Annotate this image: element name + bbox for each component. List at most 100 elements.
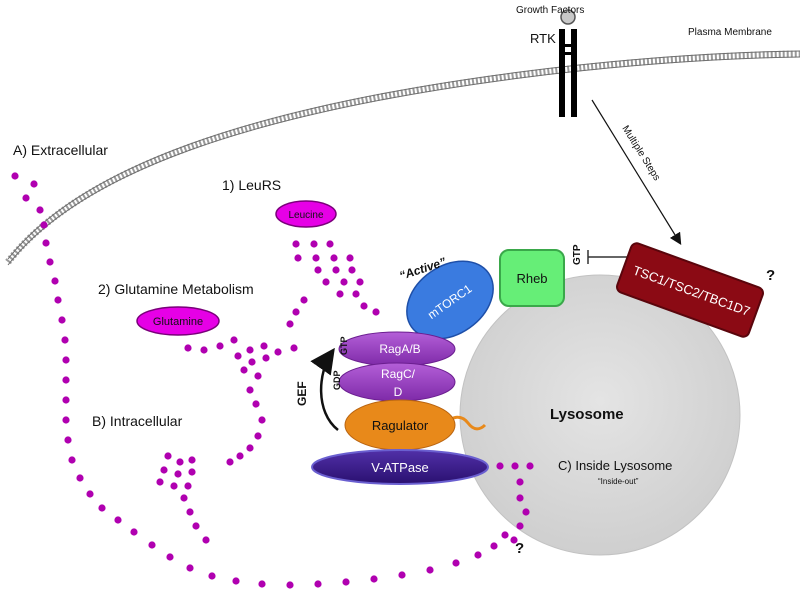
amino-acid-dot: [36, 206, 44, 214]
amino-acid-dot: [300, 296, 308, 304]
amino-acid-dot: [290, 344, 298, 352]
amino-acid-dot: [62, 356, 70, 364]
amino-acid-dot: [202, 536, 210, 544]
amino-acid-dot: [326, 240, 334, 248]
amino-acid-dot: [64, 436, 72, 444]
amino-acid-dot: [174, 470, 182, 478]
amino-acid-dot: [170, 482, 178, 490]
amino-acid-dot: [160, 466, 168, 474]
amino-acid-dot: [372, 308, 380, 316]
amino-acid-dot: [314, 266, 322, 274]
amino-acid-dot: [58, 316, 66, 324]
amino-acid-dot: [184, 482, 192, 490]
tsc-question-label: ?: [766, 267, 775, 284]
amino-acid-dot: [314, 580, 322, 588]
amino-acid-dot: [286, 581, 294, 589]
amino-acid-dot: [342, 578, 350, 586]
intracellular-label: B) Intracellular: [92, 413, 183, 429]
glutamine-oval: [136, 306, 220, 336]
amino-acid-dot: [184, 344, 192, 352]
gtp-rheb-label: GTP: [572, 244, 583, 265]
amino-acid-dot: [312, 254, 320, 262]
amino-acid-dot: [426, 566, 434, 574]
amino-acid-dot: [274, 348, 282, 356]
amino-acid-dot: [176, 458, 184, 466]
amino-acid-dot: [360, 302, 368, 310]
amino-acid-dot: [62, 376, 70, 384]
amino-acid-dot: [260, 342, 268, 350]
amino-acid-dot: [216, 342, 224, 350]
amino-acid-dot: [230, 336, 238, 344]
extracellular-label: A) Extracellular: [13, 142, 108, 158]
amino-acid-dot: [294, 254, 302, 262]
rtk-label: RTK: [530, 31, 556, 46]
gdp-label: GDP: [332, 370, 342, 390]
glutamine-label: Glutamine: [153, 316, 203, 328]
amino-acid-dot: [240, 366, 248, 374]
amino-acid-dot: [322, 278, 330, 286]
amino-acid-dot: [352, 290, 360, 298]
amino-acid-dot: [98, 504, 106, 512]
inside-lysosome-label: C) Inside Lysosome: [558, 458, 672, 473]
ragc-d-label-line2: D: [394, 385, 403, 399]
leurs-label: 1) LeuRS: [222, 177, 281, 193]
amino-acid-dot: [62, 416, 70, 424]
amino-acid-dot: [340, 278, 348, 286]
amino-acid-dot: [490, 542, 498, 550]
amino-acid-dot: [246, 386, 254, 394]
amino-acid-dot: [516, 494, 524, 502]
amino-acid-dot: [522, 508, 530, 516]
amino-acid-dot: [148, 541, 156, 549]
multiple-steps-label: Multiple Steps: [619, 124, 662, 183]
amino-acid-dot: [61, 336, 69, 344]
amino-acid-dot: [516, 522, 524, 530]
amino-acid-dot: [511, 462, 519, 470]
amino-acid-dot: [336, 290, 344, 298]
amino-acid-dot: [226, 458, 234, 466]
amino-acid-dot: [40, 221, 48, 229]
amino-acid-dot: [516, 478, 524, 486]
v-atpase-label: V-ATPase: [371, 460, 429, 475]
amino-acid-dot: [51, 277, 59, 285]
amino-acid-dot: [254, 372, 262, 380]
amino-acid-dot: [42, 239, 50, 247]
plasma-membrane: [5, 50, 800, 265]
v-atpase-ellipse: [311, 449, 489, 485]
amino-acid-dot: [262, 354, 270, 362]
amino-acid-dot: [248, 358, 256, 366]
amino-acid-dot: [510, 536, 518, 544]
tsc-complex: [616, 242, 764, 338]
amino-acid-dot: [348, 266, 356, 274]
amino-acid-dot: [30, 180, 38, 188]
growth-factor-ligand: [560, 9, 576, 25]
amino-acid-dot: [156, 478, 164, 486]
amino-acid-dot: [474, 551, 482, 559]
amino-acid-dot: [188, 456, 196, 464]
amino-acid-dot: [286, 320, 294, 328]
amino-acid-dot: [330, 254, 338, 262]
amino-acid-dot: [232, 577, 240, 585]
amino-acid-dot: [186, 564, 194, 572]
bottom-question-label: ?: [515, 540, 524, 557]
amino-acid-dot: [180, 494, 188, 502]
amino-acid-dots: [11, 172, 534, 589]
amino-acid-dot: [356, 278, 364, 286]
amino-acid-dot: [234, 352, 242, 360]
leucine-label: Leucine: [288, 210, 323, 221]
amino-acid-dot: [332, 266, 340, 274]
plasma-membrane-label: Plasma Membrane: [688, 27, 772, 38]
lysosome: [459, 274, 741, 556]
amino-acid-dot: [452, 559, 460, 567]
ragulator-label: Ragulator: [372, 418, 429, 433]
amino-acid-dot: [22, 194, 30, 202]
leucine-oval: [275, 200, 337, 228]
inside-out-label: “Inside-out”: [598, 477, 639, 486]
amino-acid-dot: [292, 240, 300, 248]
amino-acid-dot: [252, 400, 260, 408]
amino-acid-dot: [246, 444, 254, 452]
raga-b-label: RagA/B: [379, 342, 420, 356]
gtp-rag-label: GTP: [339, 336, 349, 355]
amino-acid-dot: [208, 572, 216, 580]
gef-arrow: [310, 347, 339, 431]
